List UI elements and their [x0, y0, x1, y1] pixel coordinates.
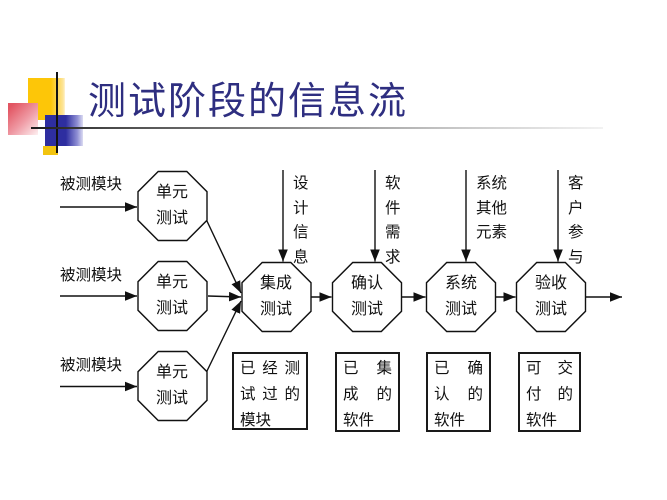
title-accent-vertical-line	[56, 72, 58, 153]
unit-to-integration-arrows	[205, 218, 242, 374]
arrow-unit1-to-integration	[205, 218, 242, 294]
output-box-deliverable-software: 可交 付的 软件	[518, 352, 581, 432]
node-text-line: 单元	[155, 184, 188, 201]
unit-test-node-3	[137, 350, 208, 422]
acceptance-test-node-label: 验收 测试	[516, 271, 586, 323]
box-line: 已集	[343, 360, 392, 377]
node-text-line: 系统	[444, 275, 477, 292]
node-text-line: 测试	[350, 301, 383, 318]
integration-test-node	[241, 261, 312, 333]
top-input-arrows	[278, 170, 563, 262]
design-info-label: 设计信息	[293, 175, 309, 266]
output-box-validated-software: 已确 认的 软件	[426, 352, 491, 432]
node-text-line: 测试	[155, 390, 188, 407]
box-line: 已确	[434, 360, 483, 377]
node-text-line: 确认	[350, 275, 383, 292]
box-line: 软件	[434, 412, 466, 429]
unit-test-node-2-label: 单元 测试	[137, 270, 207, 322]
unit-test-node-1	[137, 170, 208, 242]
arrow-unit3-to-integration	[205, 300, 242, 374]
box-line: 试过的	[240, 386, 300, 403]
box-line: 付的	[526, 386, 573, 403]
unit-test-node-2	[137, 260, 208, 332]
node-text-line: 测试	[534, 301, 567, 318]
module-input-arrows	[60, 202, 137, 392]
box-line: 成的	[343, 386, 392, 403]
node-text-line: 单元	[155, 274, 188, 291]
node-text-line: 集成	[259, 275, 292, 292]
other-system-elements-label: 系统其他元素	[476, 175, 508, 242]
validation-test-node	[331, 261, 403, 333]
unit-test-node-1-label: 单元 测试	[137, 180, 207, 232]
output-box-tested-modules: 已经测 试过的 模块	[232, 352, 308, 430]
system-test-node-label: 系统 测试	[426, 271, 496, 323]
title-accent-yellow-notch	[43, 146, 58, 155]
integration-test-node-label: 集成 测试	[241, 271, 311, 323]
box-line: 认的	[434, 386, 483, 403]
octagon-nodes	[137, 170, 587, 422]
title-accent-pink-square	[8, 103, 38, 135]
acceptance-test-node	[515, 261, 587, 333]
slide-title: 测试阶段的信息流	[88, 81, 409, 123]
box-line: 已经测	[240, 360, 300, 377]
unit-test-node-3-label: 单元 测试	[137, 360, 207, 412]
box-line: 软件	[526, 412, 558, 429]
node-text-line: 单元	[155, 364, 188, 381]
title-underline-rule	[31, 127, 603, 129]
module-under-test-label-2: 被测模块	[60, 267, 123, 284]
output-box-integrated-software: 已集 成的 软件	[335, 352, 400, 432]
module-under-test-label-3: 被测模块	[60, 357, 123, 374]
node-text-line: 测试	[155, 300, 188, 317]
box-line: 可交	[526, 360, 573, 377]
system-test-node	[425, 261, 497, 333]
arrow-unit2-to-integration	[207, 291, 242, 302]
software-requirements-label: 软件需求	[385, 175, 401, 266]
box-line: 软件	[343, 412, 375, 429]
node-text-line: 测试	[259, 301, 292, 318]
validation-test-node-label: 确认 测试	[332, 271, 402, 323]
node-text-line: 验收	[534, 275, 567, 292]
customer-participation-label: 客户参与	[568, 175, 584, 266]
node-text-line: 测试	[155, 210, 188, 227]
module-under-test-label-1: 被测模块	[60, 176, 123, 193]
title-accent-blue-square	[45, 115, 83, 146]
box-line: 模块	[240, 412, 272, 429]
node-text-line: 测试	[444, 301, 477, 318]
